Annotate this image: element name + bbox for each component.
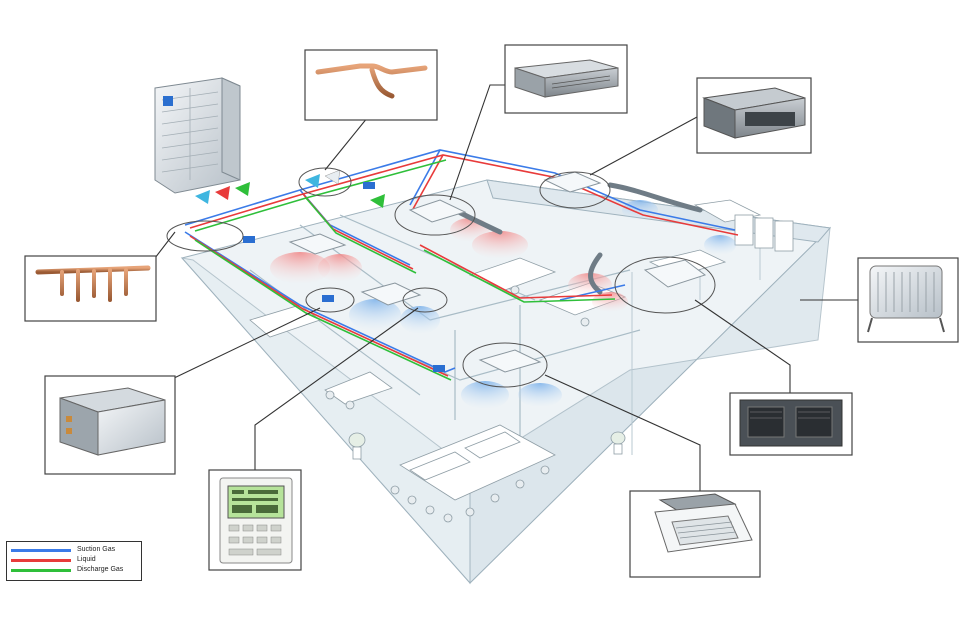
pipe-discharge-gas	[194, 159, 616, 381]
legend-item-discharge: Discharge Gas	[11, 565, 139, 575]
pipe-direction-arrows	[195, 169, 385, 208]
airflow-heat	[270, 252, 330, 284]
legend-label-discharge: Discharge Gas	[77, 566, 124, 573]
airflows	[270, 200, 736, 409]
refnet-joint-pipe-icon	[315, 63, 428, 99]
bs-boxes	[243, 182, 445, 372]
highlight-circles	[166, 167, 716, 388]
callout-cassette-unit[interactable]	[629, 490, 761, 578]
four-way-cassette-icon	[654, 493, 753, 553]
legend-item-liquid: Liquid	[11, 555, 139, 565]
convector-heater-icon	[867, 265, 945, 333]
callout-duct-unit[interactable]	[696, 77, 812, 154]
cassette-on-floor	[288, 171, 707, 373]
air-handling-box-icon	[59, 387, 166, 456]
floor-units	[154, 77, 707, 373]
chairs	[325, 285, 590, 523]
potted-plant-right	[610, 431, 626, 455]
airflow-cool	[349, 299, 401, 331]
airflow-cool	[400, 306, 440, 334]
airflow-cool	[518, 383, 562, 407]
potted-plant-left	[348, 432, 366, 460]
airflow-heat	[472, 231, 528, 259]
legend-swatch-suction	[11, 549, 71, 552]
high-static-duct-unit-icon	[739, 399, 843, 447]
callout-refnet-joint[interactable]	[304, 49, 438, 121]
callout-slim-duct-unit[interactable]	[504, 44, 628, 114]
legend-label-suction: Suction Gas	[77, 546, 116, 553]
airflow-heat	[450, 218, 490, 242]
callout-refnet-header[interactable]	[24, 255, 157, 322]
airflow-heat	[318, 254, 362, 282]
brand-logo	[163, 96, 173, 106]
legend-item-suction: Suction Gas	[11, 545, 139, 555]
pipe-legend: Suction Gas Liquid Discharge Gas	[6, 541, 142, 581]
wired-remote-control-icon	[219, 477, 293, 564]
outdoor-unit[interactable]	[154, 77, 241, 194]
airflow-cool	[704, 235, 736, 255]
filing-cabinets	[734, 214, 794, 252]
duct-unit-icon	[702, 87, 806, 139]
legend-swatch-discharge	[11, 569, 71, 572]
callout-lines	[154, 84, 858, 491]
callout-remote-controller[interactable]	[208, 469, 302, 571]
flexible-duct	[607, 182, 703, 213]
callout-air-handling-unit[interactable]	[44, 375, 176, 475]
legend-label-liquid: Liquid	[77, 556, 96, 563]
flexible-duct	[588, 252, 603, 295]
callout-large-duct-unit[interactable]	[729, 392, 853, 456]
airflow-heat	[592, 292, 628, 312]
refrigerant-piping	[184, 149, 739, 381]
legend-swatch-liquid	[11, 559, 71, 562]
refnet-header-pipe-icon	[35, 265, 151, 302]
conference-table	[399, 424, 556, 501]
slim-duct-unit-icon	[514, 59, 619, 98]
airflow-cool	[461, 381, 509, 409]
callout-electric-heater[interactable]	[857, 257, 959, 343]
